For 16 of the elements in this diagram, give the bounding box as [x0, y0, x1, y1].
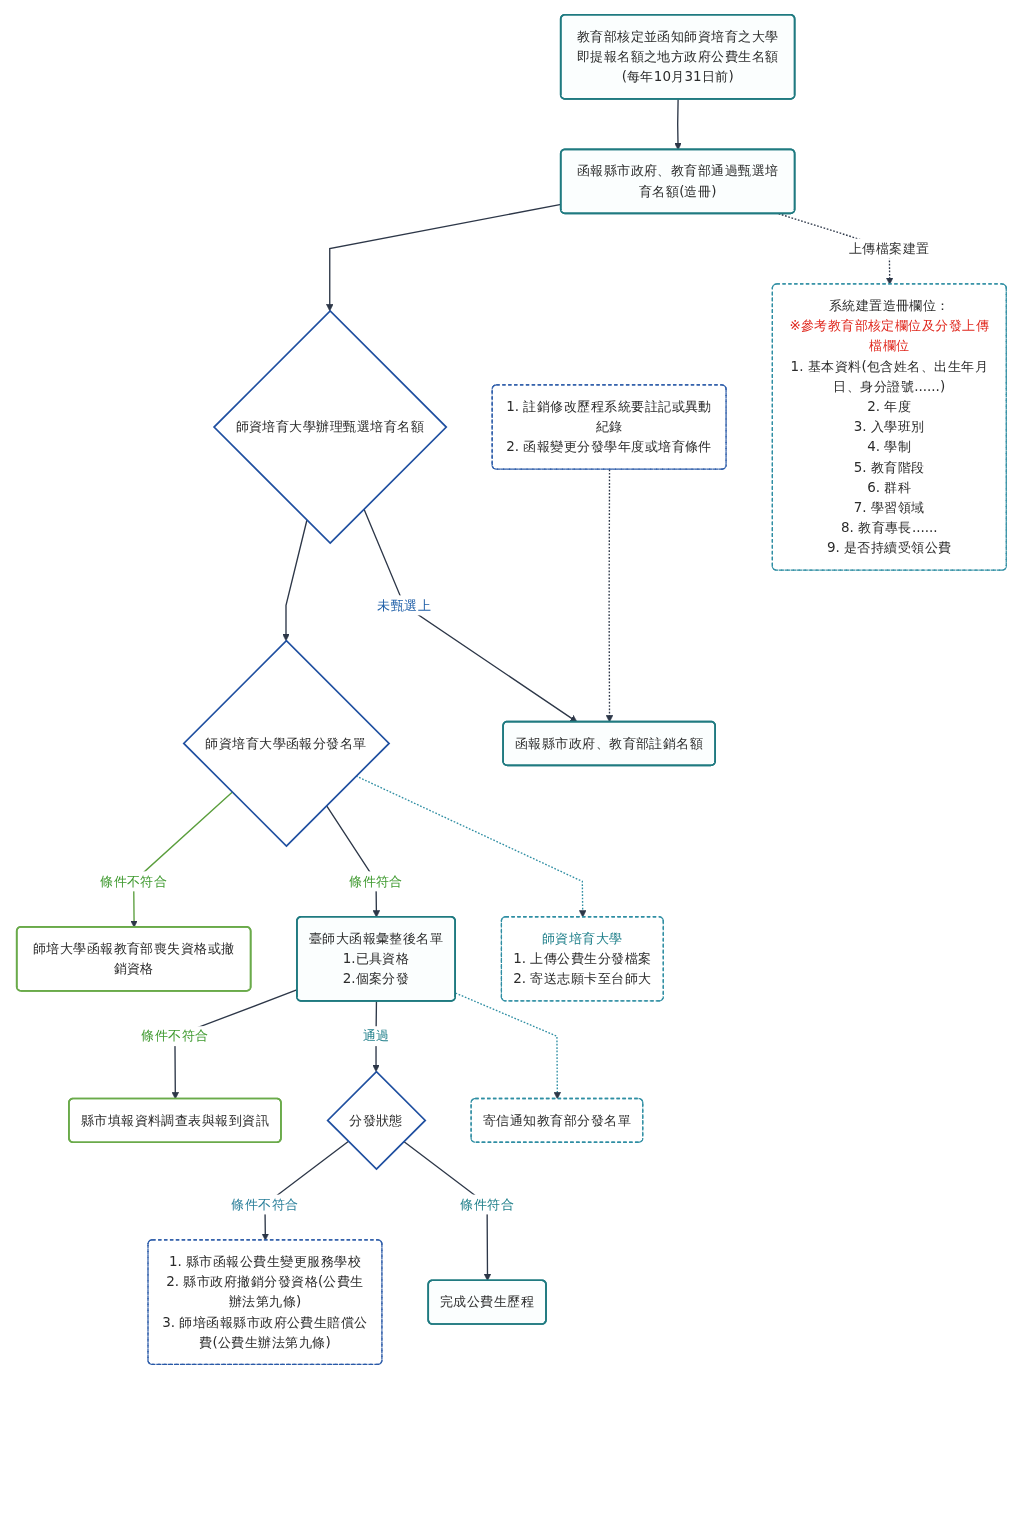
edge-label: 條件不符合: [141, 1027, 209, 1044]
node-diamond: 分發狀態: [326, 1070, 427, 1171]
edge-label: 通過: [362, 1027, 390, 1044]
edge-label: 條件符合: [460, 1196, 515, 1213]
edge-label: 條件符合: [349, 873, 403, 889]
edge-label: 未甄選上: [377, 597, 432, 613]
edge-label: 上傳檔案建置: [848, 240, 930, 257]
edge-label: 條件不符合: [231, 1196, 299, 1213]
arrow: [605, 468, 614, 723]
arrow: [355, 775, 587, 918]
node-diamond: 師資培育大學辦理甄選培育名額: [212, 309, 448, 545]
edge-label: 條件不符合: [100, 873, 168, 889]
node-diamond: 師資培育大學函報分發名單: [182, 639, 391, 848]
arrow: [363, 508, 578, 723]
arrow: [282, 519, 308, 642]
arrow: [674, 98, 682, 151]
